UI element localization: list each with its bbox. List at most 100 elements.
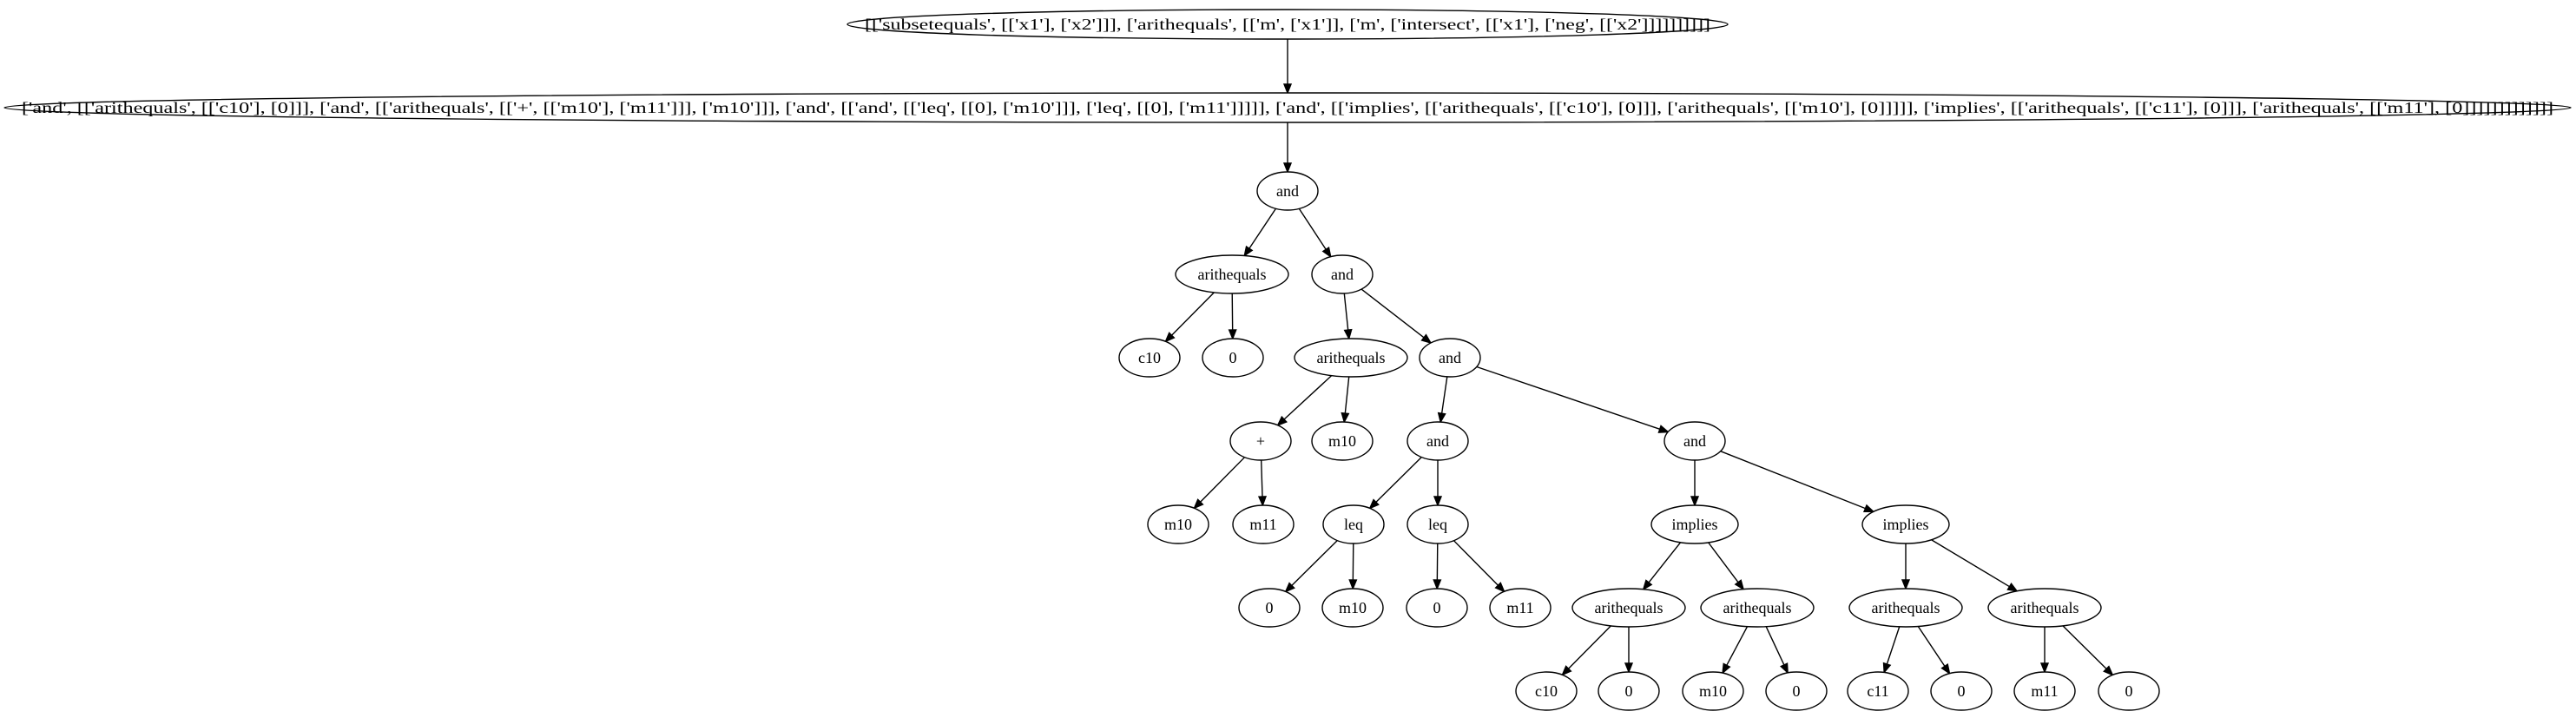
node-label: leq bbox=[1428, 516, 1447, 533]
node-ellipse bbox=[1322, 504, 1385, 544]
edge-line bbox=[1708, 542, 1739, 583]
node-ellipse bbox=[1930, 671, 1993, 711]
edge-arrowhead bbox=[1494, 582, 1505, 593]
tree-node-n13: m10 bbox=[1147, 504, 1209, 544]
tree-node-n26: arithequals bbox=[1987, 588, 2102, 628]
node-label: 0 bbox=[1433, 599, 1441, 616]
edge-n2-n3 bbox=[1243, 207, 1277, 258]
node-ellipse bbox=[1118, 338, 1181, 378]
node-label: c11 bbox=[1867, 682, 1888, 700]
node-label: and bbox=[1426, 432, 1449, 450]
edge-n2-n4 bbox=[1298, 207, 1332, 259]
edge-n11-n15 bbox=[1368, 457, 1422, 510]
edge-line bbox=[1375, 457, 1422, 503]
edge-line bbox=[1931, 539, 2010, 588]
edge-n25-n31 bbox=[1882, 626, 1901, 675]
edge-line bbox=[1343, 293, 1349, 331]
node-label: arithequals bbox=[1872, 599, 1940, 616]
edge-n7-n9 bbox=[1276, 375, 1333, 427]
tree-node-n9: + bbox=[1229, 421, 1292, 461]
node-label: m11 bbox=[1506, 599, 1533, 616]
edge-line bbox=[1648, 542, 1682, 583]
node-ellipse bbox=[1256, 171, 1319, 211]
node-ellipse bbox=[1682, 671, 1744, 711]
tree-node-n0: [['subsetequals', [['x1'], ['x2']]], ['a… bbox=[847, 9, 1729, 40]
edge-n15-n20 bbox=[1348, 543, 1358, 590]
tree-node-n22: m11 bbox=[1489, 588, 1552, 628]
edge-line bbox=[1726, 626, 1749, 666]
node-ellipse bbox=[1861, 504, 1950, 544]
node-ellipse bbox=[1515, 671, 1578, 711]
tree-node-n10: m10 bbox=[1311, 421, 1374, 461]
edge-line bbox=[1917, 626, 1946, 667]
edge-line bbox=[1248, 207, 1277, 249]
node-ellipse bbox=[1407, 421, 1469, 461]
node-ellipse bbox=[1232, 504, 1295, 544]
tree-node-n33: m11 bbox=[2013, 671, 2076, 711]
edge-n17-n24 bbox=[1708, 542, 1745, 591]
node-label: implies bbox=[1883, 516, 1929, 533]
node-ellipse bbox=[1238, 588, 1301, 628]
edge-line bbox=[1344, 376, 1350, 414]
edge-line bbox=[1440, 376, 1448, 414]
tree-node-n19: 0 bbox=[1238, 588, 1301, 628]
node-ellipse bbox=[1229, 421, 1292, 461]
node-ellipse bbox=[1202, 338, 1264, 378]
edge-arrowhead bbox=[1348, 579, 1358, 590]
node-label: + bbox=[1256, 432, 1265, 450]
edge-arrowhead bbox=[1193, 498, 1204, 510]
edge-n3-n6 bbox=[1228, 293, 1237, 340]
edge-arrowhead bbox=[1284, 582, 1295, 593]
node-ellipse bbox=[1987, 588, 2102, 628]
edge-arrowhead bbox=[1341, 412, 1350, 424]
edge-n25-n32 bbox=[1917, 626, 1951, 675]
edge-n23-n27 bbox=[1561, 625, 1611, 676]
edge-arrowhead bbox=[1433, 579, 1442, 590]
node-ellipse bbox=[3, 92, 2572, 123]
tree-node-n2: and bbox=[1256, 171, 1319, 211]
edge-n18-n26 bbox=[1931, 539, 2019, 592]
edge-arrowhead bbox=[1420, 333, 1433, 345]
edge-n16-n21 bbox=[1433, 543, 1442, 590]
edge-arrowhead bbox=[1642, 579, 1653, 591]
edge-arrowhead bbox=[1243, 245, 1254, 258]
edge-n1-n2 bbox=[1282, 122, 1293, 174]
tree-node-n12: and bbox=[1664, 421, 1726, 461]
edge-n4-n7 bbox=[1343, 293, 1353, 340]
node-label: arithequals bbox=[1317, 349, 1386, 366]
tree-node-n4: and bbox=[1311, 254, 1374, 294]
node-label: implies bbox=[1672, 516, 1718, 533]
edge-line bbox=[1765, 626, 1785, 666]
edge-arrowhead bbox=[1343, 328, 1353, 340]
edge-n12-n18 bbox=[1720, 451, 1875, 513]
edge-line bbox=[1568, 625, 1611, 669]
node-ellipse bbox=[1407, 504, 1469, 544]
tree-node-n18: implies bbox=[1861, 504, 1950, 544]
edge-n8-n12 bbox=[1476, 366, 1670, 433]
edge-n9-n14 bbox=[1257, 459, 1268, 507]
node-ellipse bbox=[1847, 671, 1909, 711]
node-ellipse bbox=[1700, 588, 1815, 628]
node-ellipse bbox=[1571, 588, 1686, 628]
edge-line bbox=[1171, 292, 1215, 336]
node-label: m10 bbox=[1328, 432, 1356, 450]
node-ellipse bbox=[1765, 671, 1828, 711]
edge-arrowhead bbox=[2006, 583, 2019, 592]
tree-node-n15: leq bbox=[1322, 504, 1385, 544]
tree-node-n31: c11 bbox=[1847, 671, 1909, 711]
node-ellipse bbox=[1147, 504, 1209, 544]
node-label: arithequals bbox=[1595, 599, 1664, 616]
node-ellipse bbox=[847, 9, 1729, 40]
node-label: c10 bbox=[1535, 682, 1558, 700]
node-ellipse bbox=[1650, 504, 1739, 544]
node-label: ['and', [['arithequals', [['c10'], [0]]]… bbox=[22, 99, 2553, 116]
node-label: m10 bbox=[1164, 516, 1192, 533]
tree-node-n24: arithequals bbox=[1700, 588, 1815, 628]
node-label: m11 bbox=[2031, 682, 2058, 700]
node-ellipse bbox=[2098, 671, 2160, 711]
node-label: 0 bbox=[1266, 599, 1274, 616]
node-ellipse bbox=[1406, 588, 1468, 628]
edge-n7-n10 bbox=[1341, 376, 1350, 424]
node-label: 0 bbox=[1625, 682, 1633, 700]
